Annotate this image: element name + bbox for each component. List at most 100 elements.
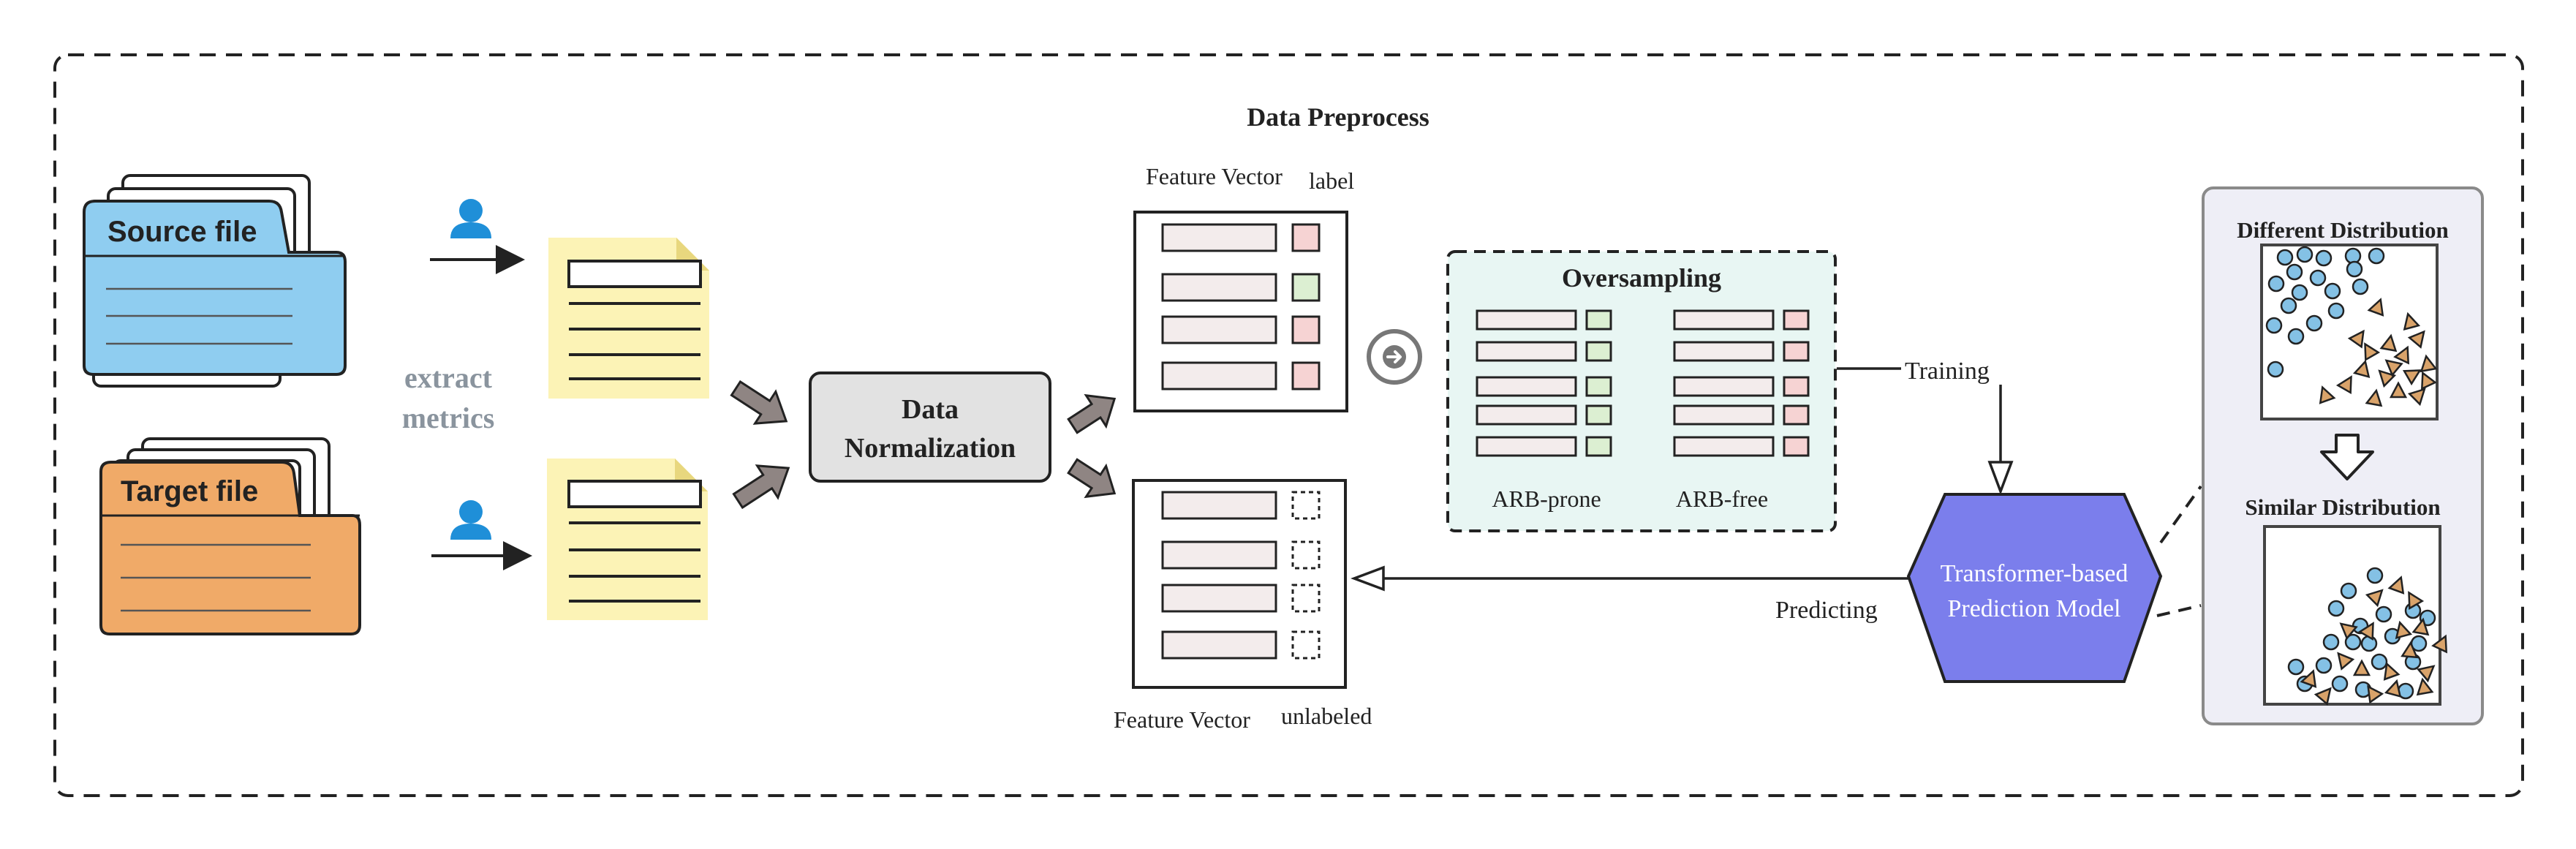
triangle-marker — [2411, 617, 2430, 636]
dot-marker — [2327, 302, 2345, 320]
different-dist-markers — [2265, 246, 2438, 407]
outer-frame — [53, 53, 2524, 797]
triangle-marker — [2416, 677, 2434, 696]
triangle-marker — [2367, 298, 2384, 317]
dot-marker — [2296, 246, 2314, 263]
triangle-marker — [2339, 622, 2358, 641]
predicting-arrowhead — [1351, 565, 1385, 592]
triangle-marker — [2408, 591, 2425, 611]
model-to-dist-link-top — [2159, 485, 2202, 544]
triangle-marker — [2352, 359, 2371, 379]
dot-marker — [2360, 635, 2378, 652]
triangle-marker — [2384, 679, 2402, 698]
fv-labeled-caption: Feature Vector — [1146, 163, 1283, 189]
dot-marker — [2331, 675, 2349, 693]
dot-marker — [2286, 263, 2303, 281]
dot-marker — [2287, 328, 2305, 345]
triangle-marker — [2420, 354, 2438, 373]
triangle-marker — [2393, 345, 2410, 365]
dot-marker — [2352, 278, 2369, 295]
normalization-line-2: Normalization — [845, 433, 1016, 464]
triangle-marker — [2347, 329, 2365, 349]
triangle-marker — [2431, 634, 2448, 654]
triangle-marker — [2337, 652, 2355, 671]
triangle-marker — [2389, 381, 2408, 399]
dot-marker — [2375, 605, 2392, 623]
triangle-marker — [2300, 669, 2317, 688]
user-icon — [450, 500, 491, 540]
unlabeled-feature-vector — [1132, 479, 1347, 689]
dot-marker — [2265, 317, 2283, 334]
source-file-folder — [83, 174, 347, 388]
oversampling-rows — [1476, 309, 1810, 457]
dot-marker — [2309, 269, 2327, 287]
similar-dist-markers — [2287, 567, 2448, 706]
dot-marker — [2346, 260, 2363, 278]
fv-unlabeled-tag: unlabeled — [1281, 703, 1372, 729]
triangle-marker — [2352, 659, 2371, 676]
model-line-2: Prediction Model — [1947, 595, 2120, 622]
triangle-marker — [2367, 684, 2384, 704]
dot-marker — [2305, 314, 2323, 332]
dot-marker — [2366, 567, 2384, 584]
arrow-to-labeled-vector — [1067, 393, 1117, 434]
triangle-marker — [2417, 665, 2436, 683]
extract-label: extract — [404, 361, 493, 394]
fv-unlabeled-caption: Feature Vector — [1114, 706, 1250, 733]
dot-marker — [2324, 282, 2341, 300]
dot-marker — [2340, 582, 2357, 600]
similar-distribution-label: Similar Distribution — [2245, 494, 2440, 520]
dot-marker — [2344, 633, 2362, 651]
triangle-marker — [2403, 312, 2421, 331]
triangle-marker — [2365, 388, 2383, 407]
triangle-marker — [2335, 375, 2352, 395]
triangle-marker — [2387, 576, 2405, 595]
dot-marker — [2322, 633, 2340, 651]
dot-marker — [2287, 658, 2305, 676]
triangle-marker — [2395, 620, 2413, 640]
dot-marker — [2368, 247, 2385, 265]
dot-marker — [2280, 297, 2297, 314]
dot-marker — [2315, 249, 2333, 267]
triangle-marker — [2365, 589, 2384, 608]
oversampling-title: Oversampling — [1562, 263, 1721, 293]
triangle-marker — [2384, 359, 2403, 377]
triangle-marker — [2407, 388, 2426, 407]
down-arrow-icon — [2320, 434, 2374, 480]
user-icon — [450, 199, 491, 238]
target-file-label: Target file — [121, 475, 258, 507]
triangle-marker — [2364, 342, 2381, 362]
arrow-to-unlabeled-vector — [1067, 458, 1117, 499]
dot-marker — [2291, 284, 2308, 301]
normalization-box — [809, 371, 1051, 483]
different-distribution-label: Different Distribution — [2237, 217, 2449, 243]
target-file-folder — [99, 437, 361, 635]
arb-free-label: ARB-free — [1676, 486, 1768, 512]
prediction-model — [1906, 493, 2163, 683]
training-label: Training — [1905, 358, 1990, 385]
training-arrowhead — [1987, 461, 2014, 495]
arrow-into-normalization-lower — [732, 464, 790, 510]
triangle-marker — [2407, 330, 2425, 349]
labeled-feature-vector — [1133, 211, 1348, 412]
triangle-marker — [2379, 333, 2398, 352]
triangle-marker — [2357, 622, 2374, 641]
dot-marker — [2371, 653, 2388, 671]
source-file-label: Source file — [107, 216, 257, 248]
arb-prone-label: ARB-prone — [1492, 486, 1601, 512]
metrics-label: metrics — [402, 401, 495, 434]
fv-labeled-tag: label — [1309, 167, 1354, 194]
predicting-label: Predicting — [1775, 597, 1878, 624]
triangle-marker — [2319, 385, 2336, 404]
dot-marker — [2276, 249, 2294, 266]
triangle-marker — [2402, 369, 2422, 386]
model-line-1: Transformer-based — [1941, 560, 2129, 587]
dot-marker — [2315, 657, 2333, 674]
arrow-circle-icon — [1367, 329, 1422, 385]
source-metrics-note — [548, 238, 709, 399]
target-metrics-note — [547, 459, 708, 620]
dot-marker — [2327, 600, 2345, 617]
diagram-title: Data Preprocess — [1247, 102, 1429, 132]
triangle-marker — [2420, 371, 2437, 390]
